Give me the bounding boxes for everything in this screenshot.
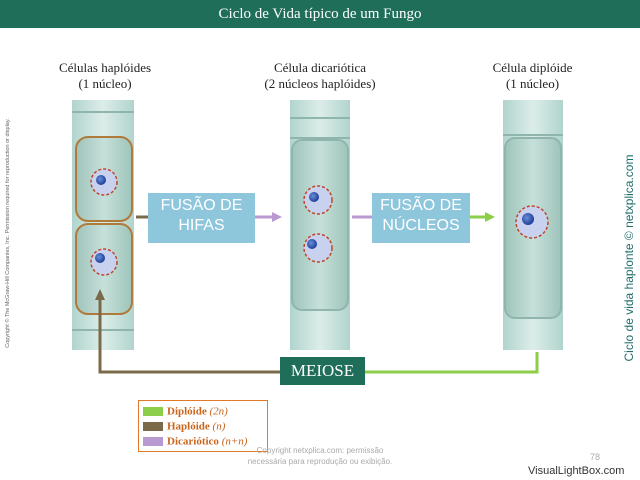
legend-diploid-notation: (2n)	[209, 405, 228, 418]
hyphal-fusion-line2: HIFAS	[178, 217, 225, 234]
watermark-line2: necessária para reprodução ou exibição.	[247, 457, 393, 466]
legend: Diplóide (2n) Haplóide (n) Dicariótico (…	[138, 400, 268, 452]
haploid-cells-label-line2: (1 núcleo)	[78, 76, 132, 91]
dikaryotic-cell-label: Célula dicariótica (2 núcleos haplóides)	[245, 60, 395, 92]
copyright-watermark: Copyright netxplica.com: permissão neces…	[220, 445, 420, 467]
nuclear-fusion-line2: NÚCLEOS	[382, 217, 460, 234]
legend-item-diploid: Diplóide (2n)	[143, 405, 228, 419]
dikaryotic-cell-label-line1: Célula dicariótica	[273, 60, 367, 75]
publisher-copyright: Copyright © The McGraw-Hill Companies, I…	[5, 118, 11, 348]
legend-item-dikaryotic: Dicariótico (n+n)	[143, 435, 247, 449]
haploid-hypha	[72, 100, 134, 350]
haploid-swatch	[143, 421, 163, 431]
diploid-hypha	[503, 100, 563, 350]
dikaryotic-nucleus-bottom	[303, 233, 333, 263]
legend-dikaryotic-notation: (n+n)	[221, 435, 248, 448]
dikaryotic-hypha	[290, 100, 350, 350]
diploid-cell-label: Célula diplóide (1 núcleo)	[470, 60, 595, 92]
dikaryotic-to-diploid-arrow	[352, 212, 495, 222]
hyphal-fusion-line1: FUSÃO DE	[160, 197, 243, 214]
diploid-cell-label-line1: Célula diplóide	[492, 60, 573, 75]
haploid-cells-label-line1: Células haplóides	[58, 60, 152, 75]
haploid-cells-label: Células haplóides (1 núcleo)	[40, 60, 170, 92]
legend-haploid-notation: (n)	[212, 420, 226, 433]
nuclear-fusion-box: FUSÃO DE NÚCLEOS	[372, 193, 470, 243]
dikaryotic-cell	[291, 139, 349, 311]
slide-title: Ciclo de Vida típico de um Fungo	[0, 0, 640, 28]
legend-dikaryotic-label: Dicariótico	[167, 435, 219, 448]
dikaryotic-nucleus-top	[303, 185, 333, 215]
site-watermark: VisualLightBox.com	[528, 465, 625, 477]
diploid-nucleus	[515, 205, 549, 239]
slide-number: 78	[590, 452, 601, 462]
haploid-nucleus-bottom	[90, 248, 118, 276]
meiosis-box: MEIOSE	[280, 357, 365, 385]
nuclear-fusion-line1: FUSÃO DE	[380, 197, 462, 214]
legend-item-haploid: Haplóide (n)	[143, 420, 225, 434]
legend-haploid-label: Haplóide	[167, 420, 210, 433]
diploid-swatch	[143, 406, 163, 416]
haploid-nucleus-top	[90, 168, 118, 196]
dikaryotic-swatch	[143, 436, 163, 446]
diploid-cell-label-line2: (1 núcleo)	[505, 76, 560, 91]
meiosis-return-arrow	[95, 289, 539, 374]
legend-diploid-label: Diplóide	[167, 405, 207, 418]
watermark-line1: Copyright netxplica.com: permissão	[256, 446, 384, 455]
netxplica-credit: Ciclo de vida haplonte © netxplica.com	[622, 154, 636, 362]
haploid-to-dikaryotic-arrow	[136, 212, 282, 222]
dikaryotic-cell-label-line2: (2 núcleos haplóides)	[264, 76, 376, 91]
hyphal-fusion-box: FUSÃO DE HIFAS	[148, 193, 255, 243]
